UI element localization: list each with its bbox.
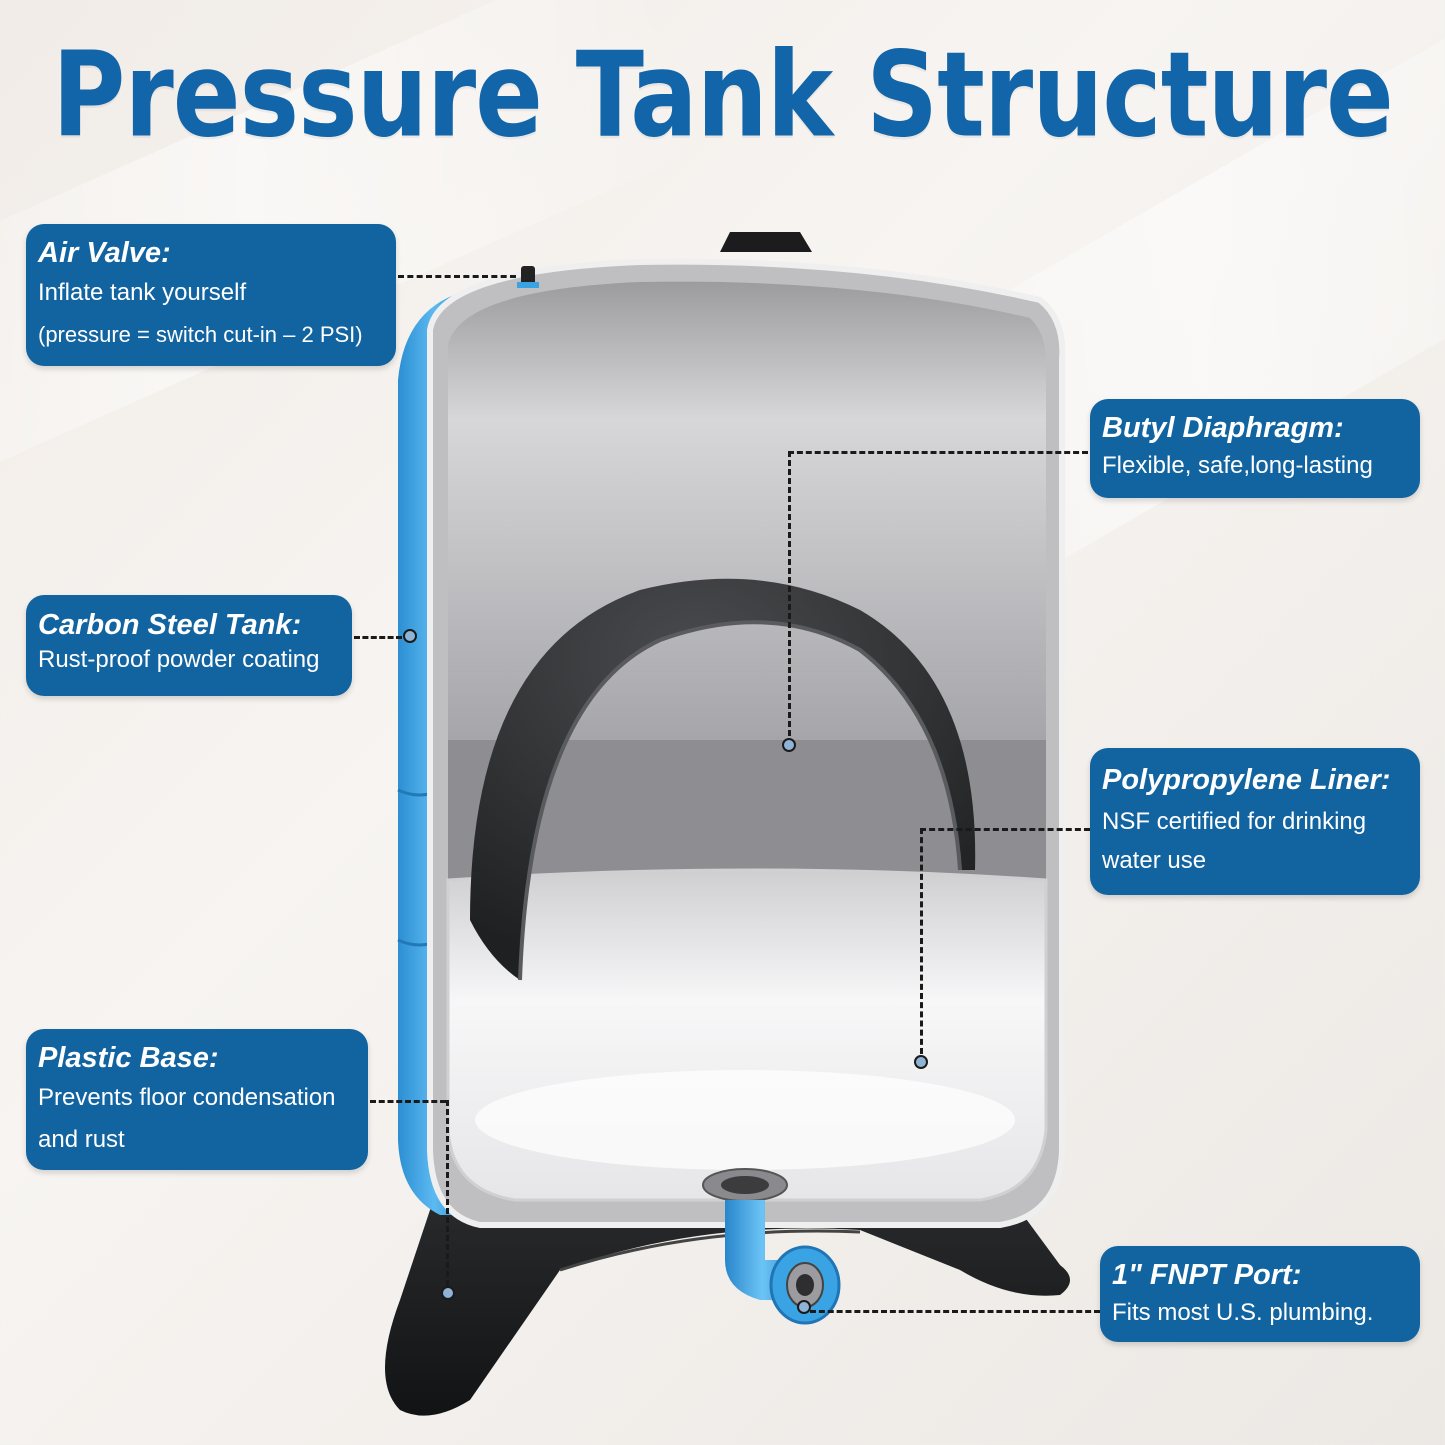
callout-title: 1" FNPT Port: bbox=[1112, 1259, 1302, 1291]
callout-title: Plastic Base: bbox=[38, 1042, 219, 1074]
marker-dot-carbon-steel bbox=[403, 629, 417, 643]
leader-line-fnpt-port bbox=[810, 1310, 1100, 1313]
callout-fnpt-port: 1" FNPT Port: Fits most U.S. plumbing. bbox=[1100, 1246, 1420, 1342]
callout-title: Butyl Diaphragm: bbox=[1102, 412, 1344, 444]
callout-air-valve: Air Valve: Inflate tank yourself (pressu… bbox=[26, 224, 396, 366]
callout-text: Prevents floor condensation bbox=[38, 1084, 336, 1111]
tank-top-cap bbox=[720, 232, 812, 252]
callout-title: Air Valve: bbox=[38, 237, 171, 269]
callout-plastic-base: Plastic Base: Prevents floor condensatio… bbox=[26, 1029, 368, 1170]
tank-interior-wall bbox=[448, 740, 1046, 880]
callout-carbon-steel-tank: Carbon Steel Tank: Rust-proof powder coa… bbox=[26, 595, 352, 696]
callout-text: Rust-proof powder coating bbox=[38, 646, 320, 673]
leader-line-polypropylene-liner bbox=[920, 828, 1090, 831]
leader-line-butyl-diaphragm bbox=[788, 451, 1088, 454]
leader-line-carbon-steel bbox=[354, 636, 402, 639]
leader-line-air-valve bbox=[398, 275, 516, 278]
marker-dot-fnpt-port bbox=[797, 1300, 811, 1314]
callout-title: Polypropylene Liner: bbox=[1102, 764, 1391, 796]
leader-line-polypropylene-liner bbox=[920, 828, 923, 1054]
callout-text: Flexible, safe,long-lasting bbox=[1102, 452, 1373, 479]
callout-text: Inflate tank yourself bbox=[38, 279, 247, 306]
callout-text: NSF certified for drinking bbox=[1102, 808, 1367, 835]
callout-text: Fits most U.S. plumbing. bbox=[1112, 1299, 1374, 1326]
plastic-base bbox=[385, 1170, 1070, 1416]
callout-title: Carbon Steel Tank: bbox=[38, 609, 302, 641]
leader-line-butyl-diaphragm bbox=[788, 451, 791, 736]
marker-dot-butyl-diaphragm bbox=[782, 738, 796, 752]
callout-text: and rust bbox=[38, 1126, 125, 1153]
marker-dot-polypropylene-liner bbox=[914, 1055, 928, 1069]
callout-text: (pressure = switch cut-in – 2 PSI) bbox=[38, 322, 363, 347]
callout-butyl-diaphragm: Butyl Diaphragm: Flexible, safe,long-las… bbox=[1090, 399, 1420, 498]
callout-text: water use bbox=[1102, 847, 1207, 874]
callout-polypropylene-liner: Polypropylene Liner: NSF certified for d… bbox=[1090, 748, 1420, 895]
marker-dot-plastic-base bbox=[441, 1286, 455, 1300]
page-title: Pressure Tank Structure bbox=[52, 26, 1394, 165]
leader-line-plastic-base bbox=[446, 1100, 449, 1286]
leader-line-plastic-base bbox=[370, 1100, 446, 1103]
fnpt-port bbox=[702, 1168, 841, 1325]
air-valve bbox=[517, 266, 539, 288]
butyl-diaphragm bbox=[470, 578, 976, 980]
